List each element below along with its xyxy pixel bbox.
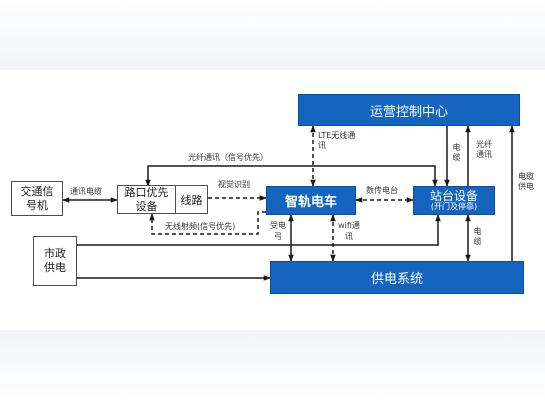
node-tram: 智轨电车: [266, 186, 356, 215]
label-cable-supply: 电缆供电: [518, 172, 534, 191]
edge-fiber-priority: [145, 165, 438, 187]
label-cable-power-station: 电缆: [473, 227, 482, 246]
node-intersection: 路口优先设备: [117, 185, 175, 214]
label-comm-cable: 通讯电缆: [70, 187, 102, 196]
label-visual-recog: 视觉识别: [218, 180, 250, 189]
node-power: 供电系统: [270, 261, 524, 294]
top-background-band: [0, 0, 545, 70]
node-station: 站台设备 (开门及停靠): [413, 186, 495, 215]
label-fiber-priority: 光纤通讯（信号优先）: [188, 153, 268, 162]
node-traffic-signal: 交通信号机: [11, 181, 63, 216]
bottom-background-band: [0, 330, 545, 400]
edge-municipal-station: [77, 214, 441, 246]
label-digital-radio: 数传电台: [366, 186, 398, 195]
label-power-receive: 受电弓: [270, 221, 286, 241]
label-cable-ops-station: 电缆: [452, 143, 461, 162]
label-wifi: wifi通讯: [338, 221, 360, 241]
label-fiber-comm: 光纤通讯: [476, 140, 492, 159]
node-ops-center: 运营控制中心: [298, 94, 520, 126]
edge-wireless-rf: [149, 211, 266, 235]
node-municipal: 市政供电: [33, 236, 77, 286]
label-lte: LTE无线通讯: [318, 131, 356, 150]
label-wireless-rf: 无线射频(信号优先): [165, 222, 236, 231]
node-line: 线路: [175, 185, 208, 214]
